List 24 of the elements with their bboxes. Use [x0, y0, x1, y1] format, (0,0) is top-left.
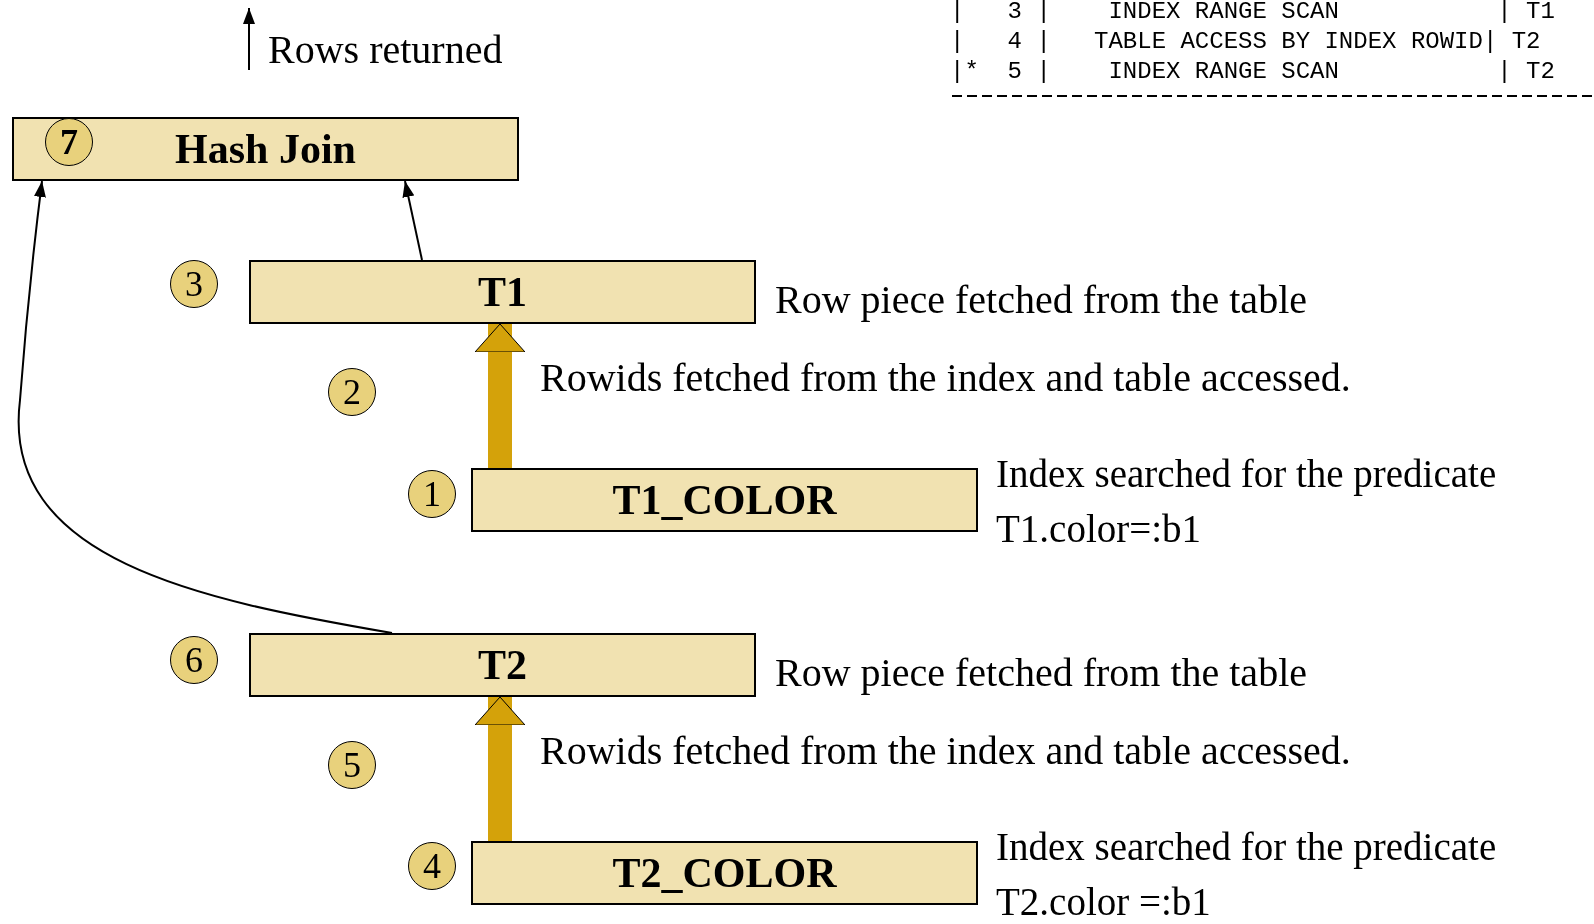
step-number-circle: 5 — [328, 741, 376, 789]
step-number-circle: 4 — [408, 842, 456, 890]
operation-box: T1 — [249, 260, 756, 324]
operation-box: T2 — [249, 633, 756, 697]
operation-box: T2_COLOR — [471, 841, 978, 905]
plan-row-text: | 4 | TABLE ACCESS BY INDEX ROWID| T2 — [950, 28, 1541, 55]
description-text: Index searched for the predicate T2.color =:b1 — [996, 824, 1498, 924]
description-text: Row piece fetched from the table — [775, 649, 1308, 697]
arrow — [18, 180, 393, 634]
block-arrow — [474, 696, 526, 841]
operation-box: T1_COLOR — [471, 468, 978, 532]
step-number-circle: 7 — [45, 118, 93, 166]
step-number-circle: 6 — [170, 636, 218, 684]
plan-row-text: |* 5 | INDEX RANGE SCAN | T2 — [950, 58, 1555, 85]
arrow — [402, 180, 423, 261]
block-arrow — [474, 323, 526, 468]
caption-text: Rows returned — [268, 26, 503, 74]
operation-box: 7 Hash Join — [12, 117, 519, 181]
step-number-circle: 3 — [170, 260, 218, 308]
description-text: Index searched for the predicate T1.color=:b1 — [996, 451, 1498, 552]
step-number-circle: 1 — [408, 470, 456, 518]
description-text: Row piece fetched from the table — [775, 276, 1308, 324]
step-number-circle: 2 — [328, 368, 376, 416]
plan-row-text: | 3 | INDEX RANGE SCAN | T1 — [950, 0, 1555, 25]
